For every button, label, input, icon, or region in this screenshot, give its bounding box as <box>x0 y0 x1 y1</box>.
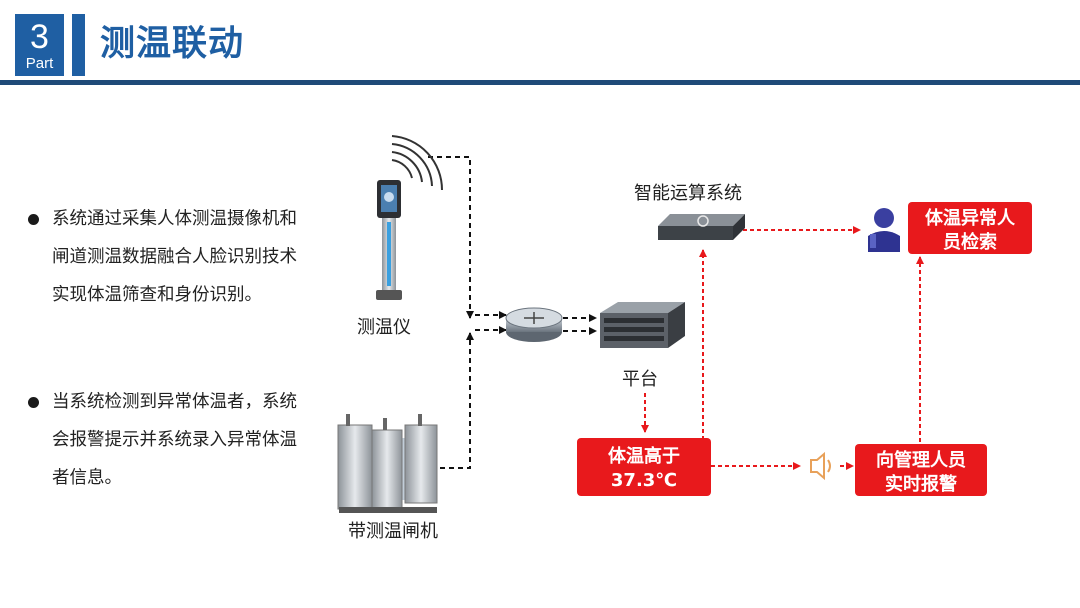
alert-box-search: 体温异常人 员检索 <box>908 202 1032 254</box>
computing-label: 智能运算系统 <box>634 183 742 204</box>
platform-label: 平台 <box>622 369 658 390</box>
header-rule <box>0 80 1080 85</box>
alert-temp-line2: 37.3℃ <box>611 470 677 491</box>
connector-thermometer <box>428 156 507 319</box>
bullet-text: 当系统检测到异常体温者，系统会报警提示并系统录入异常体温者信息。 <box>52 392 297 488</box>
alert-box-temperature: 体温高于 37.3℃ <box>577 438 711 496</box>
gate-device-icon <box>337 414 438 513</box>
alert-search-line1: 体温异常人 <box>925 207 1016 229</box>
alert-search-line2: 员检索 <box>943 231 997 253</box>
bullet-dot-icon <box>28 214 39 225</box>
person-icon <box>868 208 900 252</box>
alert-notify-line2: 实时报警 <box>885 473 957 495</box>
alert-temp-line1: 体温高于 <box>608 445 680 467</box>
gate-label: 带测温闸机 <box>348 521 438 542</box>
page-title: 测温联动 <box>100 24 245 64</box>
connector-gate <box>440 326 507 469</box>
header-accent-bar <box>72 14 85 76</box>
speaker-icon <box>810 451 831 481</box>
computing-device-icon <box>658 214 745 240</box>
bullet-text: 系统通过采集人体测温摄像机和闸道测温数据融合人脸识别技术实现体温筛查和身份识别。 <box>52 209 297 305</box>
connector-alert <box>641 226 924 470</box>
part-number: 3 <box>30 18 49 56</box>
part-label: Part <box>25 55 54 72</box>
platform-server-icon <box>600 302 685 348</box>
thermometer-device-icon <box>376 135 444 300</box>
bullet-item: 系统通过采集人体测温摄像机和闸道测温数据融合人脸识别技术实现体温筛查和身份识别。 <box>28 200 308 314</box>
thermometer-label: 测温仪 <box>357 317 411 338</box>
alert-box-notify: 向管理人员 实时报警 <box>855 444 987 496</box>
bullet-dot-icon <box>28 397 39 408</box>
bullet-item: 当系统检测到异常体温者，系统会报警提示并系统录入异常体温者信息。 <box>28 383 308 497</box>
alert-notify-line1: 向管理人员 <box>876 449 966 471</box>
router-icon <box>505 307 563 342</box>
part-badge: 3 Part <box>15 14 64 76</box>
connector-router-platform <box>563 314 597 335</box>
